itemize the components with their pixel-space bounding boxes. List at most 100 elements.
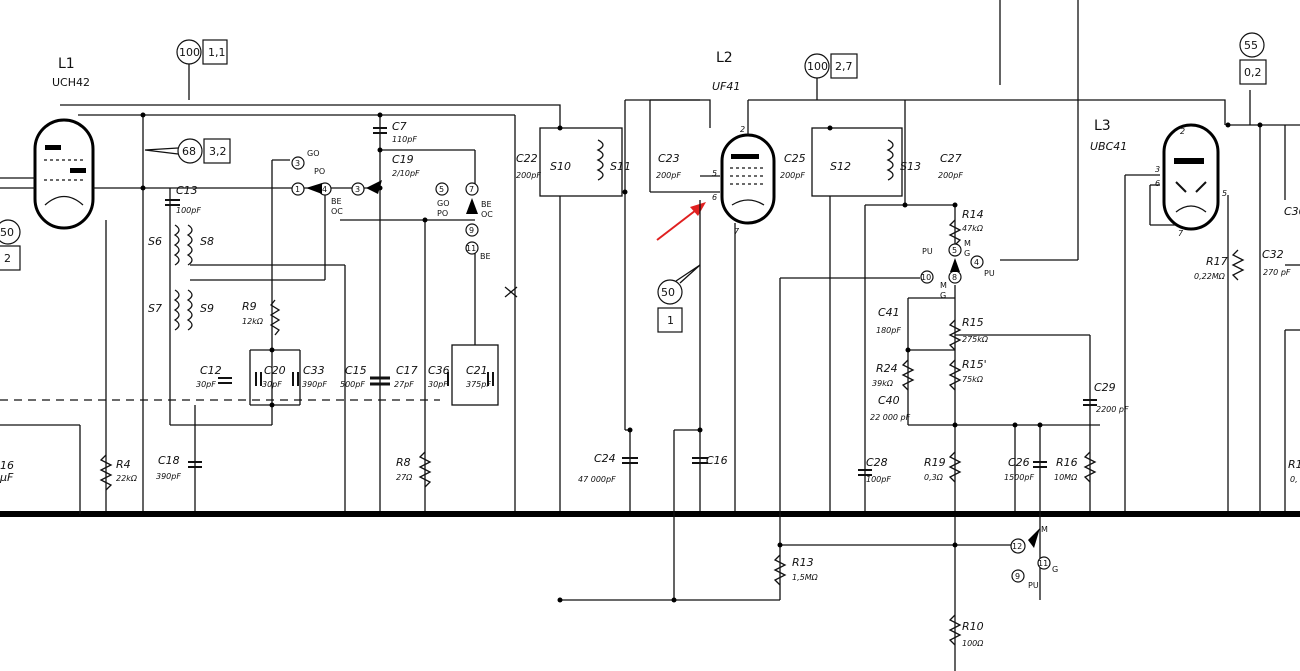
tube-l1-type: UCH42	[52, 76, 90, 89]
if-transformer-2: C25 200pF S12 S13 C27 200pF	[734, 100, 963, 514]
label-po: PO	[314, 167, 325, 176]
node-label: 11	[466, 244, 476, 253]
meter-circle-label: 50	[661, 286, 675, 299]
c25-ref: C25	[784, 152, 806, 165]
label-oc-2: OC	[481, 210, 493, 219]
left-cap-val: μF	[0, 471, 14, 484]
node-label: 3	[355, 185, 360, 194]
left-cap-ref: 16	[0, 459, 14, 472]
switch-node-9a: 9	[465, 223, 479, 237]
res-r16: R16 10MΩ	[1054, 451, 1097, 483]
detector-network: R14 47kΩ	[779, 125, 1300, 600]
node-label: 11	[1038, 559, 1048, 568]
c25-val: 200pF	[780, 171, 805, 180]
switch-node-1a: 1	[291, 182, 305, 196]
r14-ref: R14	[962, 208, 984, 221]
label-pu-2: PU	[984, 269, 995, 278]
r13-ref: R13	[792, 556, 814, 569]
meter-50-center: 50 1	[657, 264, 701, 333]
c12-ref: C12	[200, 364, 222, 377]
node-label: 4	[322, 185, 327, 194]
meter-68: 68 3,2	[144, 138, 231, 164]
label-g-2: G	[940, 291, 946, 300]
cap-c36: C36 30pF	[428, 364, 450, 389]
meter-100-l1: 100 1,1	[176, 39, 228, 100]
r10-val: 100Ω	[962, 639, 984, 648]
c29-ref: C29	[1094, 381, 1116, 394]
meter-circle-label: 100	[179, 46, 200, 59]
r4-ref: R4	[116, 458, 131, 471]
node-label: 9	[1015, 572, 1020, 581]
res-r19: R19 0,3Ω	[924, 451, 962, 483]
cap-c32: C32 270 pF	[1262, 248, 1291, 277]
cap-c12: C12 30pF	[196, 364, 232, 389]
meter-box-label: 0,2	[1244, 66, 1262, 79]
r14-val: 47kΩ	[962, 224, 984, 233]
res-r9: R9 12kΩ	[242, 299, 281, 336]
label-oc: OC	[331, 207, 343, 216]
label-be: BE	[331, 197, 342, 206]
meter-circle-label: 100	[807, 60, 828, 73]
label-m-3: M	[1041, 525, 1048, 534]
meter-circle-label: 50	[0, 226, 14, 239]
meter-box-label: 3,2	[209, 145, 227, 158]
r9-val: 12kΩ	[242, 317, 264, 326]
l2-pin-6: 6	[712, 193, 717, 202]
tube-l3-ref: L3	[1094, 118, 1111, 134]
switch-node-3a: 3	[291, 156, 305, 170]
meter-50-left: 50 2	[0, 219, 21, 271]
r19-ref: R19	[924, 456, 946, 469]
label-g: G	[964, 249, 970, 258]
c22-val: 200pF	[516, 171, 541, 180]
coil-s6: S6	[148, 224, 180, 266]
l1-wiring	[0, 114, 518, 514]
s10-label: S10	[550, 160, 571, 173]
switch-node-11a: 11	[465, 241, 479, 255]
r19-val: 0,3Ω	[924, 473, 944, 482]
r9-ref: R9	[242, 300, 257, 313]
cap-c41: C41 180pF	[876, 306, 901, 335]
res-r8: R8 27Ω	[396, 451, 432, 488]
c33-val: 390pF	[302, 380, 327, 389]
cap-c40: C40 22 000 pF	[870, 394, 911, 422]
c7-val: 110pF	[392, 135, 417, 144]
r16-val: 10MΩ	[1054, 473, 1078, 482]
res-r15-prime: R15' 75kΩ	[948, 358, 987, 391]
res-r17: R17 0,22MΩ	[1194, 249, 1245, 281]
label-go: GO	[307, 149, 320, 158]
c24-val: 47 000pF	[578, 475, 616, 484]
tube-l2: L2 UF41 2 5 6 7	[712, 50, 776, 236]
switch-node-3b: 3	[351, 182, 365, 196]
c15-val: 500pF	[340, 380, 365, 389]
c26-ref: C26	[1008, 456, 1030, 469]
node-label: 12	[1012, 542, 1022, 551]
tube-l1-ref: L1	[58, 56, 75, 72]
node-label: 5	[952, 246, 957, 255]
c20-val: 30pF	[262, 380, 282, 389]
c30-ref: C30	[1284, 205, 1300, 218]
switch-node-5b: 5	[948, 243, 962, 257]
r10-ref: R10	[962, 620, 984, 633]
coil-s8: S8	[186, 224, 214, 266]
c21-val: 375pF	[466, 380, 491, 389]
switch-node-5a: 5	[435, 182, 449, 196]
c18-ref: C18	[158, 454, 180, 467]
red-arrow-icon	[656, 202, 706, 241]
l2-pin-7: 7	[734, 227, 740, 236]
c22-ref: C22	[516, 152, 538, 165]
c13-val: 100pF	[176, 206, 201, 215]
c24-ref: C24	[594, 452, 616, 465]
cap-c17: C17 27pF	[394, 364, 418, 389]
tube-l1: L1 UCH42	[0, 56, 95, 230]
r15p-val: 75kΩ	[962, 375, 984, 384]
c17-ref: C17	[396, 364, 418, 377]
node-label: 4	[974, 258, 979, 267]
meter-box-label: 2,7	[835, 60, 853, 73]
tube-l2-type: UF41	[712, 80, 740, 93]
label-m: M	[964, 239, 971, 248]
c36-val: 30pF	[428, 380, 448, 389]
c26-val: 1500pF	[1004, 473, 1034, 482]
res-r15: R15 275kΩ	[948, 316, 989, 351]
c21-ref: C21	[466, 364, 488, 377]
